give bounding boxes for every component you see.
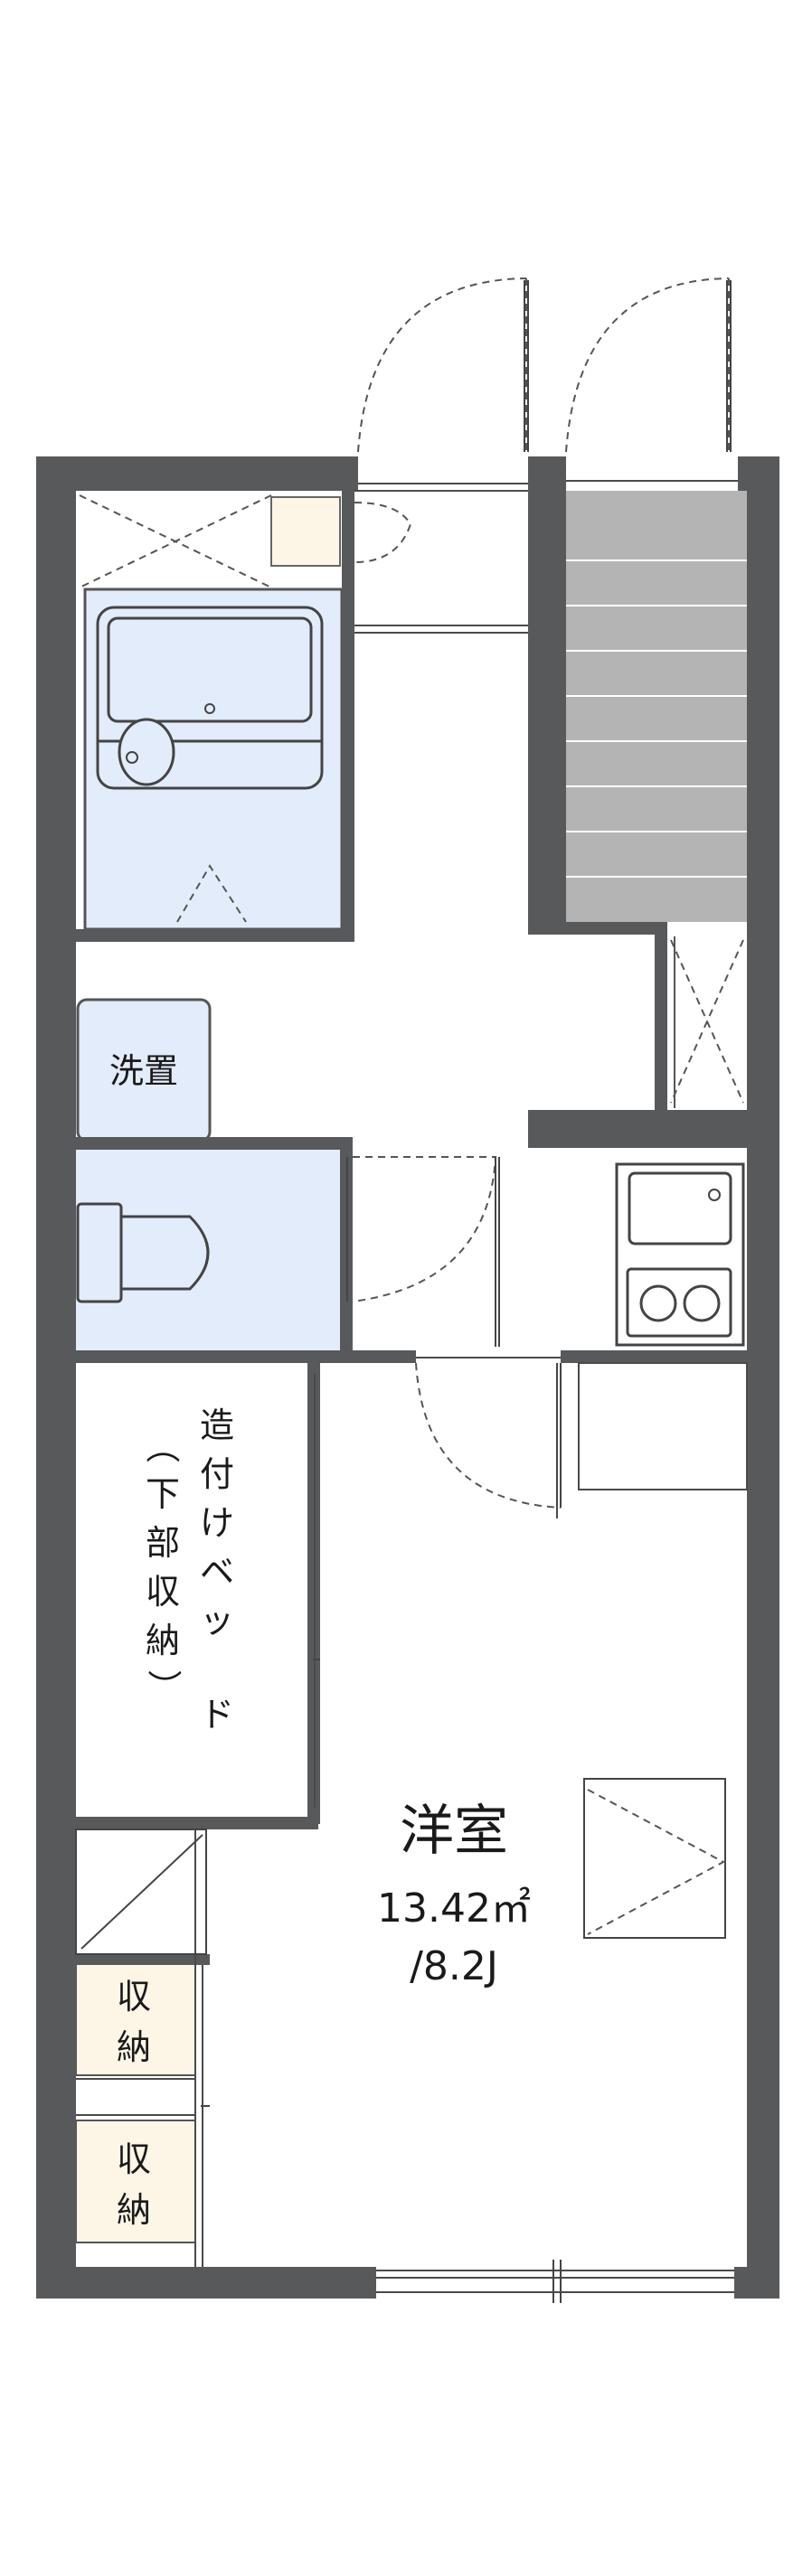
fridge-space xyxy=(583,1778,726,1939)
loft-bed-label: 造 付 け ベ ッ ド （ 下 部 収 納 ） xyxy=(142,1406,234,1735)
wall-closet-left xyxy=(655,922,667,1116)
wall-stair-left xyxy=(528,456,566,926)
wall-wc-bottom xyxy=(76,1350,416,1363)
svg-text:部: 部 xyxy=(146,1523,180,1563)
wall-bath-bottom xyxy=(76,929,354,942)
washbasin-icon xyxy=(118,718,175,786)
svg-text:納: 納 xyxy=(117,2190,151,2230)
svg-text:納: 納 xyxy=(117,2027,151,2067)
wall-right xyxy=(747,456,779,2299)
svg-text:収: 収 xyxy=(117,2139,151,2179)
svg-text:下: 下 xyxy=(146,1474,180,1514)
svg-text:け: け xyxy=(200,1503,234,1543)
wall-closet-bottom xyxy=(528,1110,779,1148)
room-size: /8.2J xyxy=(410,1943,498,1989)
svg-text:付: 付 xyxy=(200,1454,234,1494)
main-room-label: 洋室 13.42㎡ /8.2J xyxy=(377,1800,531,1989)
wall-top-left xyxy=(36,456,358,491)
stairs-icon xyxy=(566,491,747,922)
room-area: 13.42㎡ xyxy=(377,1885,531,1932)
wall-top-right xyxy=(738,456,779,491)
room-name: 洋室 xyxy=(400,1800,508,1863)
storage-label-2: 収 納 xyxy=(117,2139,151,2230)
wall-left xyxy=(36,456,76,2299)
wall-kitchen-bottom xyxy=(561,1350,779,1363)
svg-text:）: ） xyxy=(144,1669,184,1704)
wall-bath-right xyxy=(342,491,354,938)
wall-bed-bottom xyxy=(76,1817,318,1829)
wall-wc-top xyxy=(76,1137,353,1150)
storage-fill-2 xyxy=(75,2120,196,2243)
wall-bottom xyxy=(36,2267,376,2299)
svg-text:（: （ xyxy=(142,1429,182,1463)
svg-text:ド: ド xyxy=(200,1695,234,1735)
kitchen-sink-icon xyxy=(615,1162,745,1347)
svg-text:納: 納 xyxy=(146,1621,180,1660)
svg-text:収: 収 xyxy=(146,1572,180,1612)
svg-text:ッ: ッ xyxy=(200,1601,234,1641)
laundry-label: 洗置 xyxy=(109,1051,178,1091)
wall-storage-top xyxy=(76,1954,210,1965)
meter-box xyxy=(270,496,341,567)
svg-text:ベ: ベ xyxy=(200,1552,234,1592)
svg-text:収: 収 xyxy=(117,1977,151,2017)
storage-label-1: 収 納 xyxy=(117,1977,151,2067)
storage-fill-1 xyxy=(75,1959,196,2076)
svg-text:造: 造 xyxy=(200,1406,234,1445)
wall-stair-bottom xyxy=(528,922,655,935)
toilet-icon xyxy=(76,1202,210,1303)
